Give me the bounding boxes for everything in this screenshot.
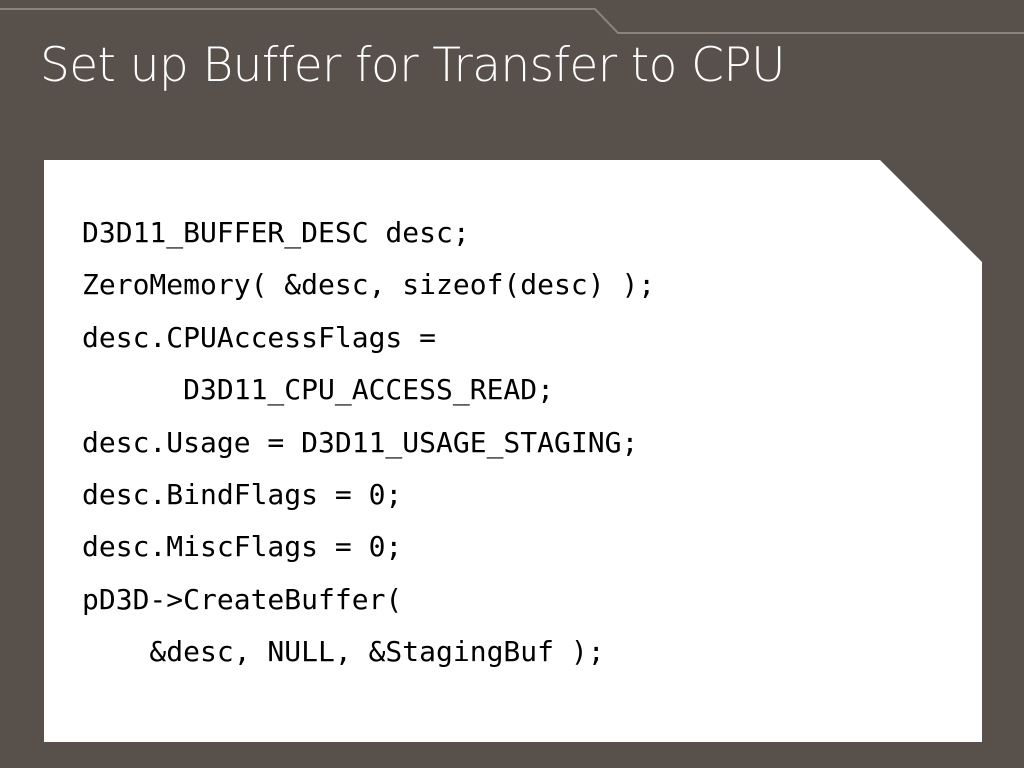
code-line: desc.MiscFlags = 0;	[82, 530, 403, 564]
code-line: desc.CPUAccessFlags =	[82, 320, 437, 354]
code-block: D3D11_BUFFER_DESC desc; ZeroMemory( &desc…	[82, 207, 655, 679]
code-line: D3D11_CPU_ACCESS_READ;	[82, 373, 555, 407]
code-panel: D3D11_BUFFER_DESC desc; ZeroMemory( &desc…	[44, 160, 982, 742]
code-line: &desc, NULL, &StagingBuf );	[82, 635, 605, 669]
code-line: desc.Usage = D3D11_USAGE_STAGING;	[82, 425, 639, 459]
code-line: ZeroMemory( &desc, sizeof(desc) );	[82, 268, 656, 302]
code-line: desc.BindFlags = 0;	[82, 477, 403, 511]
code-line: pD3D->CreateBuffer(	[82, 582, 403, 616]
code-line: D3D11_BUFFER_DESC desc;	[82, 216, 470, 249]
page-title: Set up Buffer for Transfer to CPU	[40, 38, 786, 93]
